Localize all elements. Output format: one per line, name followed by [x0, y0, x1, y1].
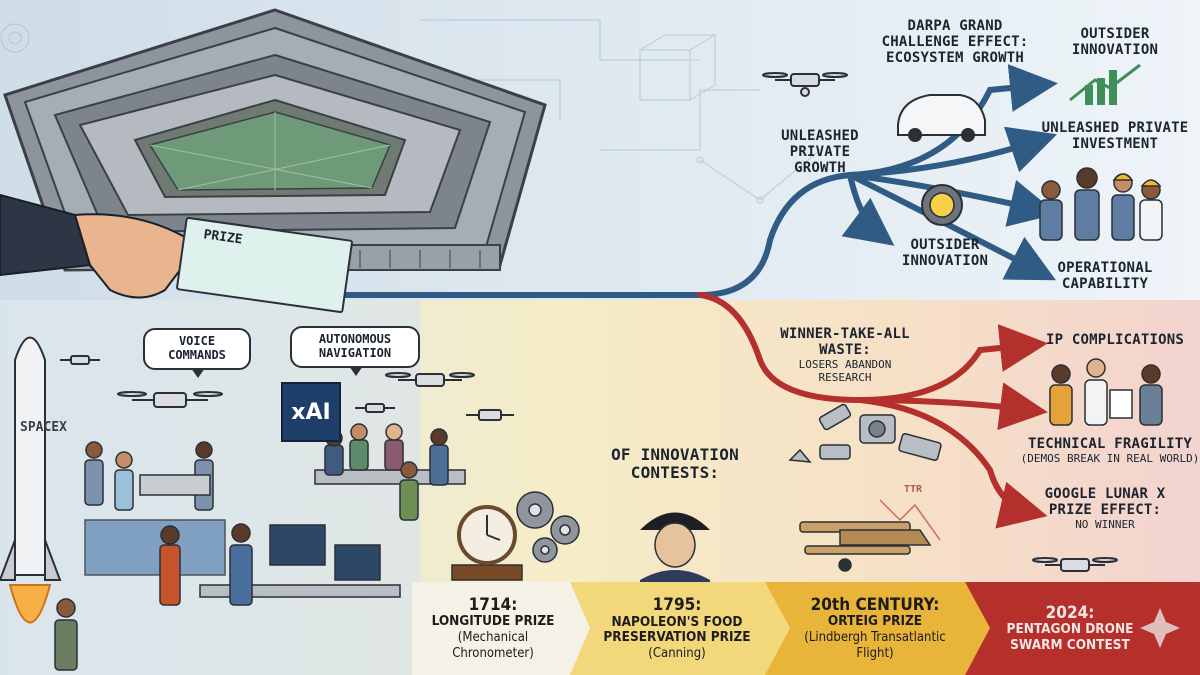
xai-team-scene: [199, 423, 466, 606]
gears-icon: [516, 491, 580, 563]
timeline-title: PENTAGON DRONE SWARM CONTEST: [1006, 621, 1134, 653]
pocket-watch-icon: [451, 505, 523, 581]
label-google-lunar: GOOGLE LUNAR X PRIZE EFFECT: NO WINNER: [1044, 486, 1166, 532]
timeline-title: NAPOLEON'S FOOD PRESERVATION PRIZE: [603, 613, 751, 646]
label-unleashed-private-investment: UNLEASHED PRIVATE INVESTMENT: [1041, 120, 1189, 153]
workers-group: [1039, 167, 1163, 241]
rocket-illustration: [0, 336, 62, 624]
timeline-detail: (Canning): [648, 645, 706, 661]
crack-lines: [879, 499, 941, 541]
label-darpa-effect: DARPA GRAND CHALLENGE EFFECT: ECOSYSTEM …: [881, 18, 1029, 67]
timeline-item-20th-century: 20th CENTURY: ORTEIG PRIZE (Lindbergh Tr…: [790, 582, 960, 675]
growth-chart-icon: [1069, 63, 1141, 105]
timeline-band: [412, 582, 1200, 675]
center-heading: OF INNOVATION CONTESTS:: [611, 445, 739, 483]
timeline-year: 2024:: [1045, 602, 1095, 623]
drone-icons: [60, 72, 1118, 572]
autonomous-navigation-bubble: AUTONOMOUS NAVIGATION: [290, 326, 420, 376]
crack-text: TTR: [903, 484, 923, 495]
timeline-title: LONGITUDE PRIZE: [431, 613, 555, 630]
label-technical-fragility: TECHNICAL FRAGILITY (DEMOS BREAK IN REAL…: [1020, 436, 1200, 466]
rocket-text: SPACEX: [20, 420, 67, 435]
timeline-year: 1795:: [652, 594, 702, 615]
check-label: PRIZE: [202, 227, 244, 248]
biplane-icon: [799, 521, 932, 572]
timeline-item-2024: 2024: PENTAGON DRONE SWARM CONTEST: [995, 582, 1145, 675]
label-unleashed-private-growth: UNLEASHED PRIVATE GROWTH: [781, 128, 859, 177]
label-ip-complications: IP COMPLICATIONS: [1045, 332, 1185, 348]
label-outsider-innovation-top: OUTSIDER INNOVATION: [1071, 26, 1159, 59]
autonomous-car-icon: [897, 94, 986, 142]
pentagon-building: [3, 8, 547, 272]
broken-robot-parts: [788, 403, 942, 463]
timeline-title: ORTEIG PRIZE: [827, 613, 923, 630]
branch-arrows-lower: [697, 292, 1048, 529]
timeline-year: 20th CENTURY:: [810, 594, 940, 615]
voice-commands-bubble: VOICE COMMANDS: [143, 328, 251, 378]
label-operational-capability: OPERATIONAL CAPABILITY: [1057, 260, 1153, 293]
timeline-item-1795: 1795: NAPOLEON'S FOOD PRESERVATION PRIZE…: [592, 582, 762, 675]
ip-team-group: [1049, 358, 1163, 426]
timeline-year: 1714:: [468, 594, 518, 615]
napoleon-portrait: [640, 512, 710, 582]
engineers-lab-scene: [54, 441, 226, 671]
xai-logo: xAI: [281, 382, 341, 442]
lightbulb-gear-icon: [921, 184, 963, 226]
timeline-detail: (Mechanical Chronometer): [452, 630, 534, 661]
timeline-detail: (Lindbergh Transatlantic Flight): [804, 630, 946, 661]
label-outsider-innovation-mid: OUTSIDER INNOVATION: [901, 237, 989, 270]
tech-grid-lines: [0, 19, 821, 204]
timeline-item-1714: 1714: LONGITUDE PRIZE (Mechanical Chrono…: [418, 582, 568, 675]
label-winner-take-all: WINNER-TAKE-ALL WASTE: LOSERS ABANDON RE…: [780, 326, 910, 384]
